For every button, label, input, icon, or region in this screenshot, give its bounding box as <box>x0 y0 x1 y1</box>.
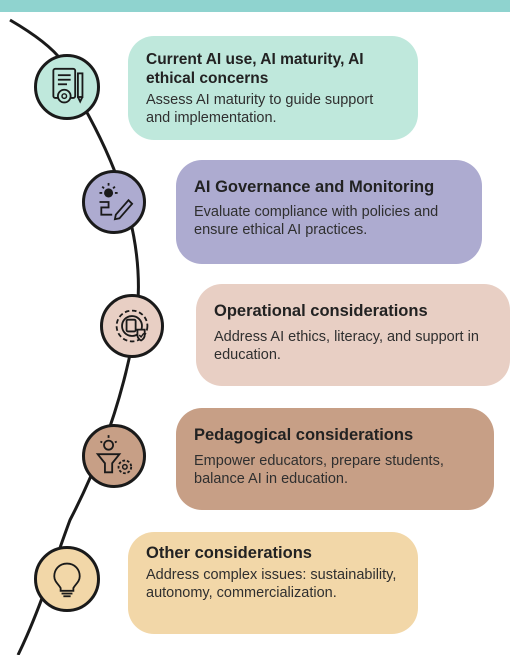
step-description: Evaluate compliance with policies and en… <box>194 204 439 238</box>
step-icon-circle-5 <box>34 546 100 612</box>
step-icon-circle-4 <box>82 424 146 488</box>
step-description: Address AI ethics, literacy, and support… <box>214 329 479 363</box>
step-title: Other considerations <box>146 544 312 562</box>
step-title: AI Governance and Monitoring <box>194 178 435 196</box>
step-card-3: Operational considerations Address AI et… <box>196 284 510 386</box>
step-description: Address complex issues: sustainability, … <box>146 567 397 601</box>
step-description: Assess AI maturity to guide support and … <box>146 92 374 126</box>
top-band <box>0 0 510 12</box>
lightbulb-funnel-gear-icon <box>95 435 133 475</box>
lightbulb-icon <box>53 562 81 598</box>
step-title: Current AI use, AI maturity, AI ethical … <box>146 51 364 87</box>
step-card-4: Pedagogical considerations Empower educa… <box>176 408 494 510</box>
step-icon-circle-2 <box>82 170 146 234</box>
step-card-2: AI Governance and Monitoring Evaluate co… <box>176 160 482 264</box>
gear-shield-icon <box>115 309 149 343</box>
lightbulb-pencil-icon <box>99 182 134 221</box>
step-card-1: Current AI use, AI maturity, AI ethical … <box>128 36 418 140</box>
step-title: Pedagogical considerations <box>194 426 414 444</box>
step-card-5: Other considerations Address complex iss… <box>128 532 418 634</box>
document-gear-icon <box>52 67 84 104</box>
step-title: Operational considerations <box>214 302 428 320</box>
step-description: Empower educators, prepare students, bal… <box>194 453 444 487</box>
step-icon-circle-3 <box>100 294 164 358</box>
step-icon-circle-1 <box>34 54 100 120</box>
